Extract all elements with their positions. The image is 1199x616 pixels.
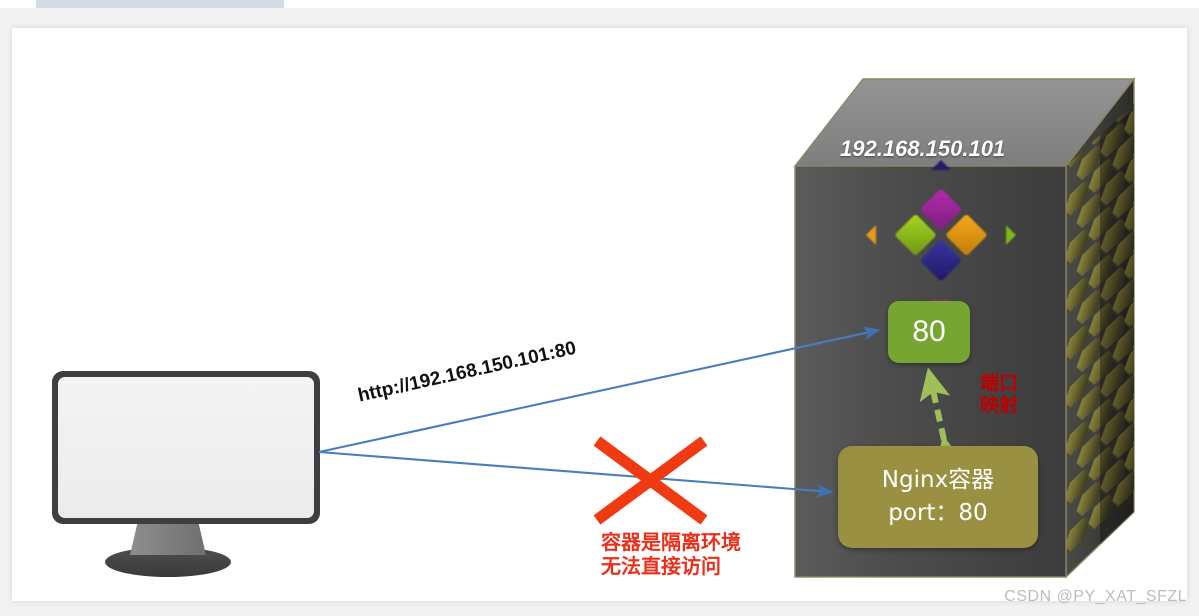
container-port-label: port：80 [888,500,988,526]
host-ip-label: 192.168.150.101 [840,136,1006,161]
port-mapping-label: 端口 映射 [980,372,1018,417]
server-vent-mesh [1066,104,1134,553]
port-mapping-line-2: 映射 [980,394,1019,417]
blocked-x-icon [593,436,708,525]
top-chrome-bar [36,0,284,8]
arrow-host-to-port [318,326,881,454]
host-port-box: 80 [888,301,970,363]
monitor-screen [58,377,314,518]
nginx-container-box: Nginx容器 port：80 [838,446,1038,548]
blocked-warning-line-2: 无法直接访问 [601,554,721,579]
blocked-warning-label: 容器是隔离环境 无法直接访问 [601,530,741,579]
blocked-warning-line-1: 容器是隔离环境 [601,530,741,554]
container-name-label: Nginx容器 [881,466,995,493]
host-port-label: 80 [912,315,946,348]
client-monitor [52,371,320,577]
arrow-port-mapping [919,367,966,471]
arrow-host-to-container [318,450,834,498]
port-mapping-line-1: 端口 [980,372,1019,394]
watermark-label: CSDN @PY_XAT_SFZL [1004,588,1187,605]
docker-host-logo [866,160,1016,310]
